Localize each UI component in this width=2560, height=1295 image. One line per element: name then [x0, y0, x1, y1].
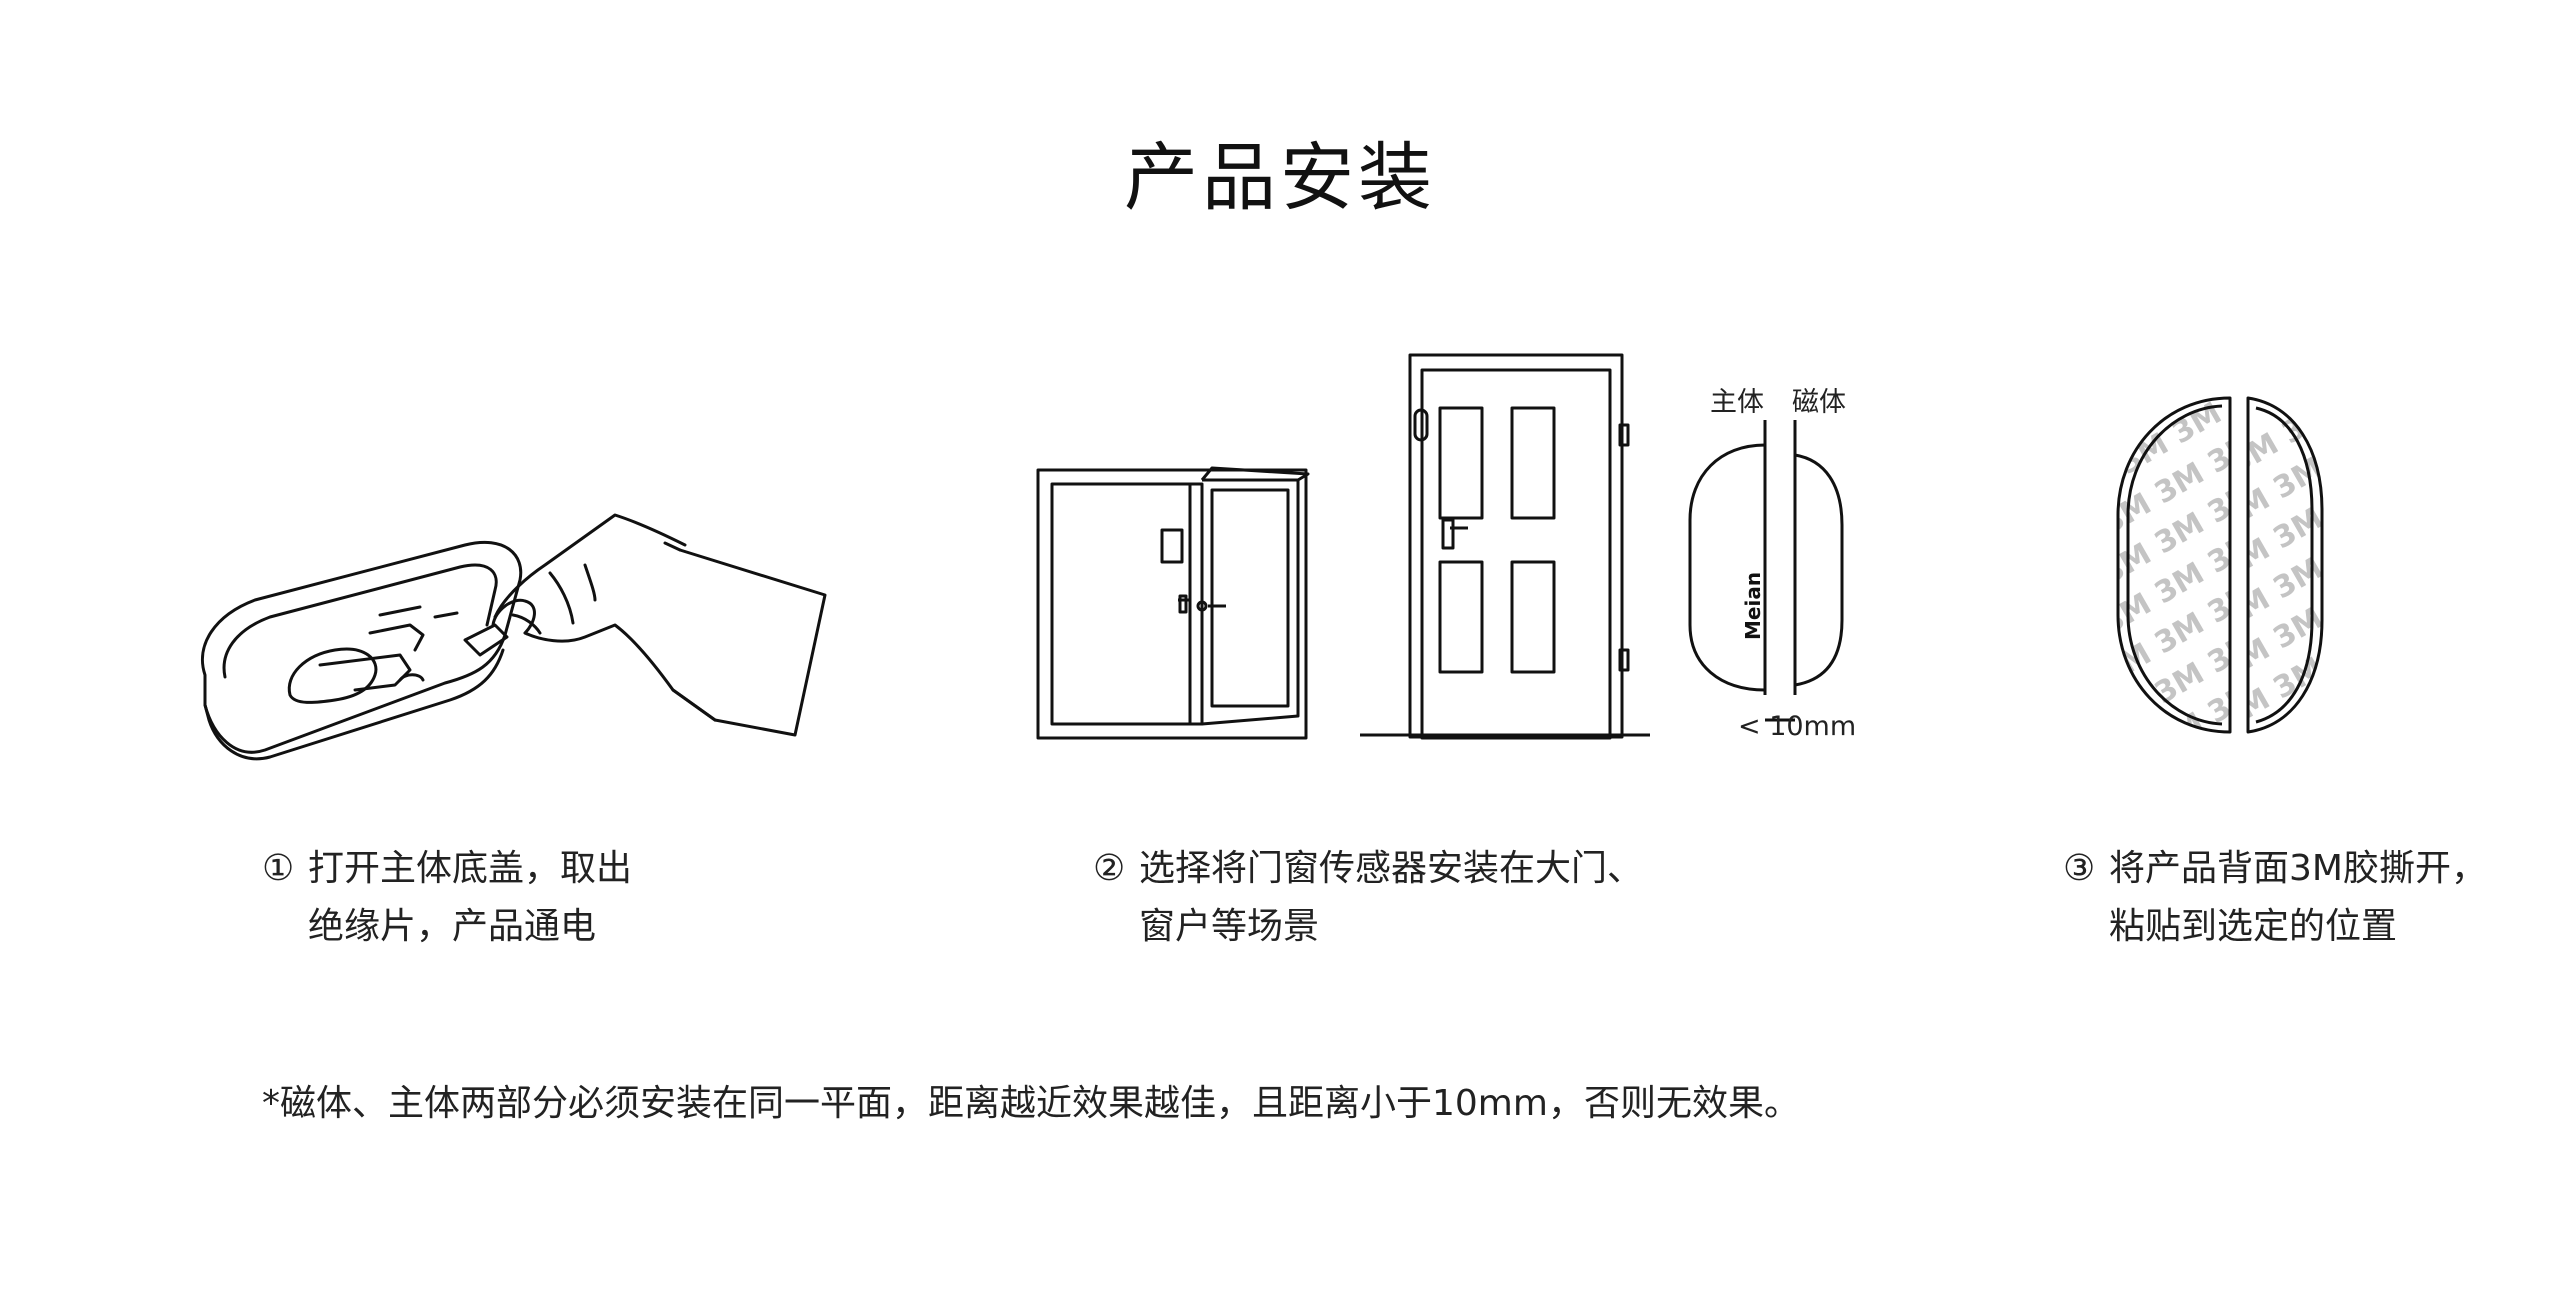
distance-label: < 10mm	[1738, 711, 1856, 742]
footnote: *磁体、主体两部分必须安装在同一平面，距离越近效果越佳，且距离小于10mm，否则…	[262, 1083, 1800, 1124]
step-2-line2: 窗户等场景	[1139, 906, 1320, 947]
step-3-text: ③ 将产品背面3M胶撕开， 粘贴到选定的位置	[2063, 840, 2487, 956]
page-title: 产品安装	[1124, 135, 1436, 221]
main-body-label: 主体	[1710, 387, 1764, 418]
step-3-line2: 粘贴到选定的位置	[2109, 906, 2398, 947]
step-2-line1: 选择将门窗传感器安装在大门、	[1139, 848, 1644, 889]
step-3-number: ③	[2063, 848, 2096, 889]
step-3-line1: 将产品背面3M胶撕开，	[2109, 848, 2487, 889]
window-door-sensor-icon: 主体 磁体 Meian < 10mm	[1030, 350, 1856, 750]
step-1-line2: 绝缘片，产品通电	[308, 906, 597, 947]
step-1-text: ① 打开主体底盖，取出 绝缘片，产品通电	[262, 840, 632, 956]
3m-tape-icon: 3M 3M 3M 3M 3M 3M 3M 3M 3M 3M 3M 3M 3M 3…	[2110, 390, 2330, 740]
step-2-number: ②	[1093, 848, 1126, 889]
magnet-label: 磁体	[1792, 387, 1846, 418]
brand-logo: Meian	[1741, 572, 1765, 640]
hand-opening-cover-icon	[195, 505, 855, 775]
step-1-line1: 打开主体底盖，取出	[308, 848, 633, 889]
step-1-number: ①	[262, 848, 295, 889]
step-2-text: ② 选择将门窗传感器安装在大门、 窗户等场景	[1093, 840, 1643, 956]
